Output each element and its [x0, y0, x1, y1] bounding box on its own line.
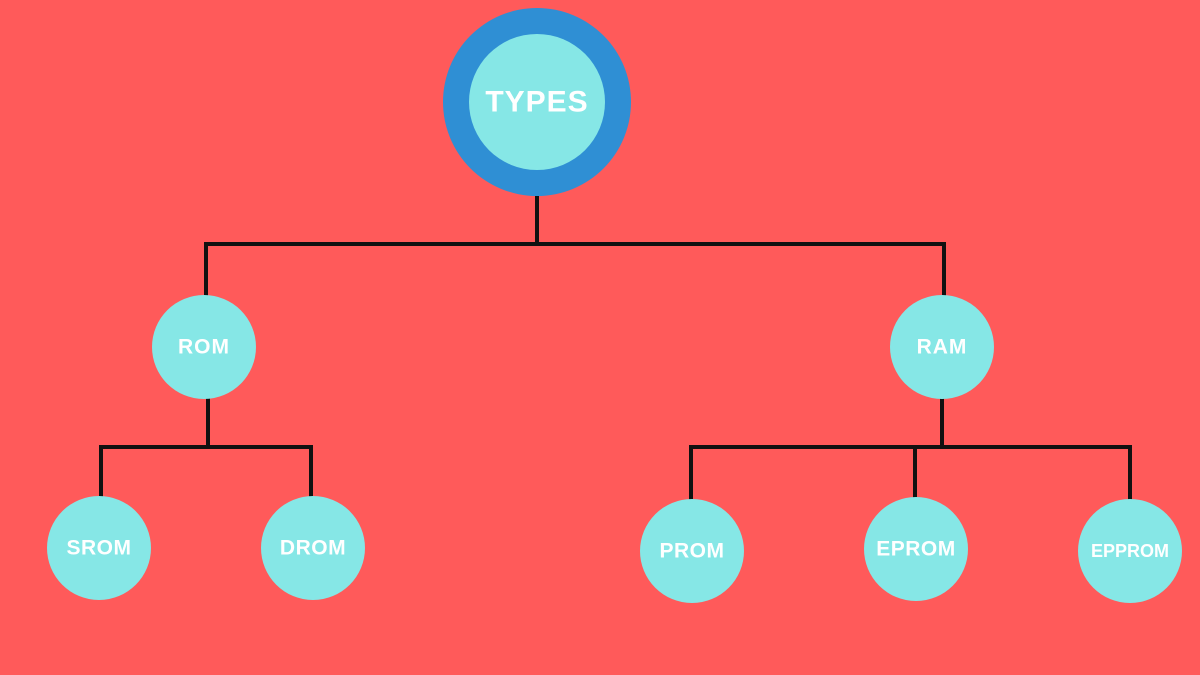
- rom-node-circle: [152, 295, 256, 399]
- tree-connectors: [99, 194, 1132, 502]
- drom-node: DROM: [261, 496, 365, 600]
- ram-node: RAM: [890, 295, 994, 399]
- srom-node: SROM: [47, 496, 151, 600]
- eprom-node-label: EPROM: [876, 538, 956, 561]
- ram-node-circle: [890, 295, 994, 399]
- epprom-node-circle: [1078, 499, 1182, 603]
- epprom-node: EPPROM: [1078, 499, 1182, 603]
- rom-node-label: ROM: [178, 336, 230, 359]
- ram-node-label: RAM: [917, 336, 968, 359]
- drom-node-circle: [261, 496, 365, 600]
- drom-node-label: DROM: [280, 537, 346, 560]
- epprom-node-label: EPPROM: [1091, 541, 1169, 561]
- prom-node: PROM: [640, 499, 744, 603]
- prom-node-label: PROM: [660, 540, 725, 563]
- srom-node-circle: [47, 496, 151, 600]
- srom-node-label: SROM: [67, 537, 132, 560]
- root-node-label: TYPES: [485, 86, 588, 119]
- rom-node: ROM: [152, 295, 256, 399]
- root-node-circle: [469, 34, 605, 170]
- root-node: TYPES: [443, 8, 631, 196]
- eprom-node: EPROM: [864, 497, 968, 601]
- prom-node-circle: [640, 499, 744, 603]
- eprom-node-circle: [864, 497, 968, 601]
